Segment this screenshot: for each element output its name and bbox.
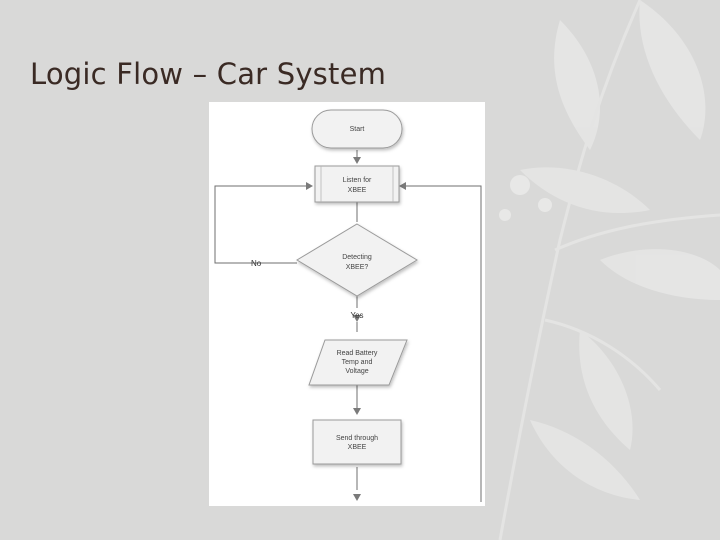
edge-label-no: No: [251, 259, 262, 268]
slide-title: Logic Flow – Car System: [30, 57, 387, 91]
read-battery-label-line1: Read Battery: [337, 350, 378, 357]
listen-xbee-label-line2: XBEE: [348, 187, 367, 194]
decision-label-line2: XBEE?: [346, 264, 369, 271]
send-xbee-label-line2: XBEE: [348, 444, 367, 451]
read-battery-label-line3: Voltage: [345, 368, 368, 375]
listen-xbee-node: [314, 165, 400, 203]
arrow-down-icon: [353, 494, 361, 501]
detecting-xbee-decision: [296, 223, 418, 297]
listen-xbee-label-line1: Listen for: [343, 177, 372, 184]
start-node: [311, 109, 403, 149]
read-battery-node: [308, 339, 408, 386]
start-node-label: Start: [350, 126, 365, 133]
flowchart-diagram: Start Listen for XBEE Detecting XBEE? No…: [214, 109, 482, 502]
read-battery-label-line2: Temp and: [342, 359, 373, 366]
arrow-down-icon: [353, 408, 361, 415]
arrow-right-icon: [306, 182, 313, 190]
arrow-left-icon: [399, 182, 406, 190]
edge-label-yes: Yes: [350, 311, 363, 320]
arrow-down-icon: [353, 315, 361, 322]
send-xbee-node: [312, 419, 402, 465]
flowchart-panel: Start Listen for XBEE Detecting XBEE? No…: [209, 102, 485, 506]
send-xbee-label-line1: Send through: [336, 435, 378, 442]
arrow-down-icon: [353, 157, 361, 164]
arrowheads: [306, 157, 406, 501]
decision-label-line1: Detecting: [342, 254, 372, 261]
